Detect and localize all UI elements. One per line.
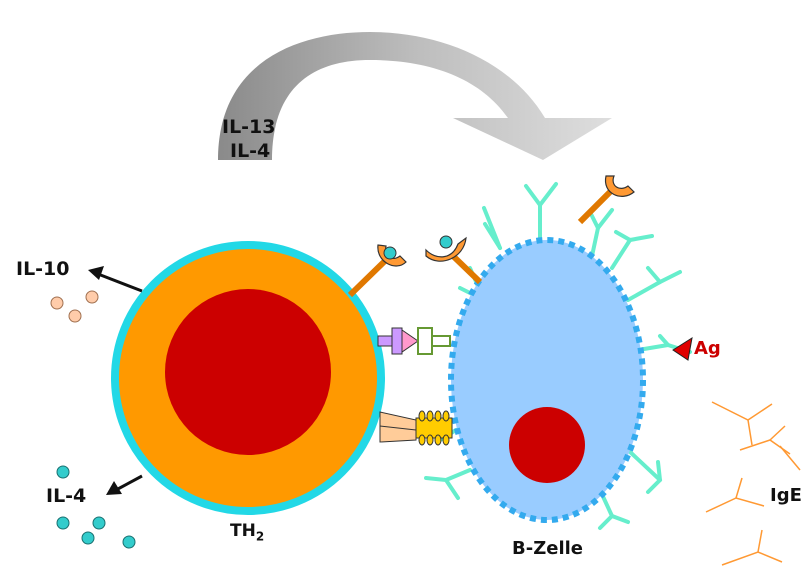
arrow-label-il4: IL-4: [230, 140, 271, 162]
ige-label: IgE: [770, 485, 802, 506]
antigen-triangle: [672, 336, 693, 361]
b-cell-nucleus: [509, 407, 585, 483]
b-cell-label: B-Zelle: [512, 538, 583, 559]
curved-cytokine-arrow: [218, 32, 612, 160]
b-cell-mhc-icon: [425, 235, 483, 285]
free-receptor-icon: [577, 175, 635, 225]
il10-label: IL-10: [16, 258, 70, 280]
antigen-label: Ag: [694, 338, 721, 359]
cd28-connector-icon: [379, 410, 453, 446]
arrow-label-il13: IL-13: [222, 116, 276, 138]
ige-antibodies: [705, 401, 801, 566]
il4-label: IL-4: [46, 485, 87, 507]
th2-nucleus: [165, 289, 331, 455]
il10-secretion: [50, 266, 143, 323]
il4-secretion: [56, 465, 143, 549]
th2-label: TH2: [230, 521, 265, 544]
th2-receptor-icon: [347, 244, 407, 298]
b-cell: [448, 237, 646, 523]
cd40-connector-icon: [377, 327, 451, 355]
